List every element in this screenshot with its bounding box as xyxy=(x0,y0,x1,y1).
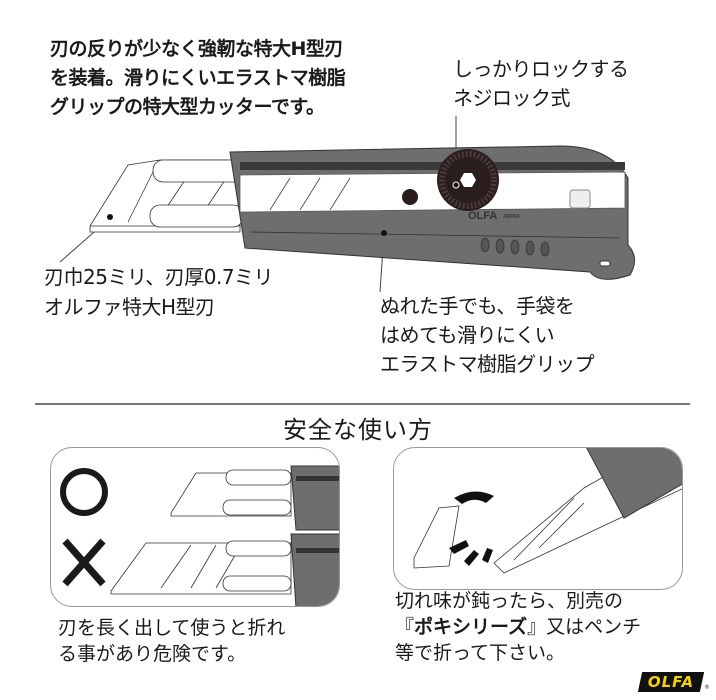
brand-mark: OLFA xyxy=(468,210,497,222)
blade-snap-illustration xyxy=(413,448,682,574)
blade-marker-dot xyxy=(107,214,113,220)
intro-line: グリップの特大型カッターです。 xyxy=(50,96,325,118)
intro-line: 刃の反りが少なく強靭な特大H型刃 xyxy=(50,38,343,60)
cutter-body-icon: OLFA JAPAN xyxy=(229,145,635,280)
cutter-illustration: OLFA JAPAN xyxy=(59,116,635,293)
callout-line: ぬれた手でも、手袋を xyxy=(380,294,575,318)
blade-snap-caption: 切れ味が鈍ったら、別売の 『ポキシリーズ』又はペンチ 等で折って下さい。 xyxy=(395,588,641,666)
callout-line: オルファ特大H型刃 xyxy=(44,295,215,319)
caption-line: 等で折って下さい。 xyxy=(395,642,566,664)
blade-length-caption: 刃を長く出して使うと折れ る事があり危険です。 xyxy=(58,615,285,667)
rivet-icon xyxy=(402,189,418,205)
callout-line: はめても滑りにくい xyxy=(380,323,555,347)
snap-burst-icon xyxy=(449,540,493,566)
bad-mark-icon xyxy=(62,538,106,587)
blade-callout: 刃巾25ミリ、刃厚0.7ミリ オルファ特大H型刃 xyxy=(44,262,274,322)
intro-text: 刃の反りが少なく強靭な特大H型刃 を装着。滑りにくいエラストマ樹脂 グリップの特… xyxy=(50,35,346,122)
intro-line: を装着。滑りにくいエラストマ樹脂 xyxy=(50,67,346,89)
snapped-segment-icon xyxy=(413,505,460,569)
grip-marker-dot xyxy=(381,230,387,236)
brand-sub: JAPAN xyxy=(503,214,520,220)
caption-line: 切れ味が鈍ったら、別売の xyxy=(395,590,624,612)
good-mark-icon xyxy=(60,468,108,516)
callout-line: しっかりロックする xyxy=(453,57,629,81)
caption-line: る事があり危険です。 xyxy=(58,643,247,665)
caption-line: 『ポキシリーズ』又はペンチ xyxy=(395,616,642,638)
lock-wheel-icon xyxy=(437,149,499,211)
panel-blade-snap xyxy=(393,447,683,590)
callout-line: 刃巾25ミリ、刃厚0.7ミリ xyxy=(44,265,274,289)
callout-line: ネジロック式 xyxy=(453,86,570,110)
lock-callout: しっかりロックする ネジロック式 xyxy=(453,55,629,113)
registered-mark: ® xyxy=(704,684,710,691)
olfa-logo: OLFA xyxy=(637,672,705,692)
callout-line: エラストマ樹脂グリップ xyxy=(380,352,595,376)
blade-icon xyxy=(89,159,244,233)
safety-title: 安全な使い方 xyxy=(283,416,433,444)
arrow-icon xyxy=(454,491,494,504)
poki-series-name: ポキシリーズ xyxy=(414,616,528,638)
blade-length-illustration xyxy=(60,465,339,606)
panel-blade-length xyxy=(50,447,340,607)
grip-callout: ぬれた手でも、手袋を はめても滑りにくい エラストマ樹脂グリップ xyxy=(380,292,595,379)
section-divider xyxy=(35,403,690,405)
caption-line: 刃を長く出して使うと折れ xyxy=(58,617,286,639)
